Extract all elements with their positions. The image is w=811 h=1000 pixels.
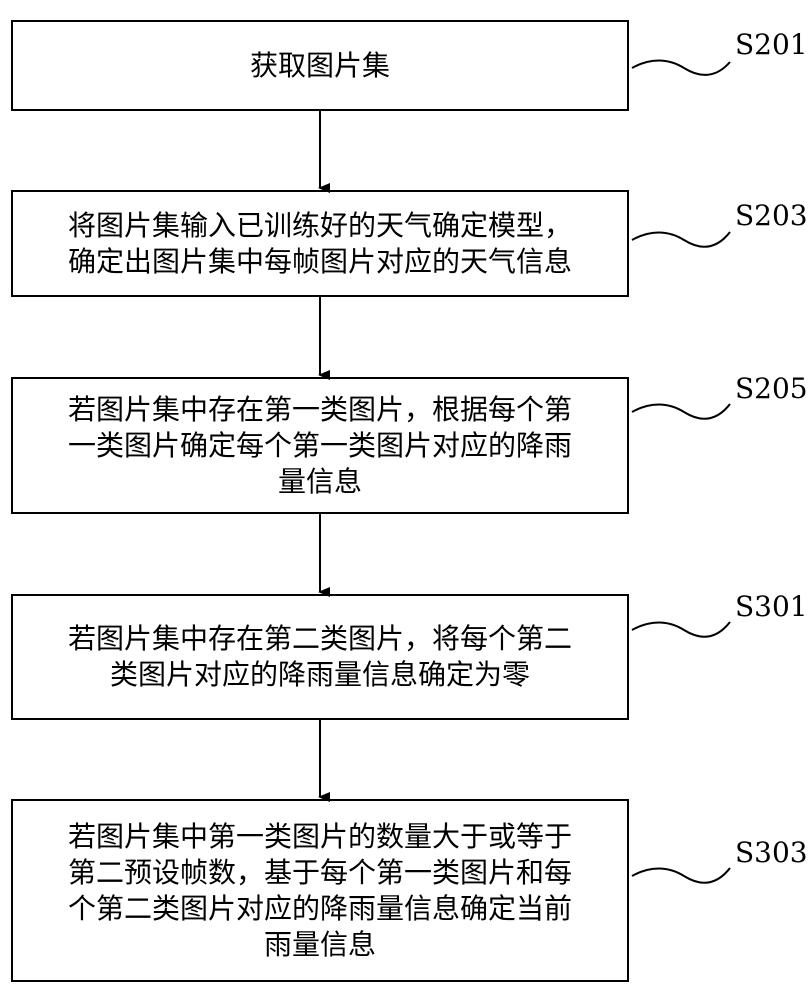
step-label-s301: S301	[735, 590, 808, 623]
step-text-s203: 将图片集输入已训练好的天气确定模型， 确定出图片集中每帧图片对应的天气信息	[67, 208, 572, 278]
leader-s201	[631, 59, 731, 76]
step-box-s303: 若图片集中第一类图片的数量大于或等于 第二预设帧数，基于每个第一类图片和每 个第…	[11, 799, 629, 982]
step-box-s205: 若图片集中存在第一类图片，根据每个第 一类图片确定每个第一类图片对应的降雨 量信…	[11, 377, 629, 514]
leader-s301	[631, 621, 731, 638]
step-label-s201: S201	[735, 28, 808, 61]
step-label-s203: S203	[735, 199, 808, 232]
step-text-s301: 若图片集中存在第二类图片，将每个第二 类图片对应的降雨量信息确定为零	[67, 622, 572, 691]
leader-s205	[631, 403, 731, 420]
step-text-s205: 若图片集中存在第一类图片，根据每个第 一类图片确定每个第一类图片对应的降雨 量信…	[67, 392, 572, 498]
step-text-s303: 若图片集中第一类图片的数量大于或等于 第二预设帧数，基于每个第一类图片和每 个第…	[67, 819, 572, 961]
step-text-s201: 获取图片集	[249, 48, 390, 82]
leader-s303	[631, 867, 731, 884]
step-box-s201: 获取图片集	[11, 20, 629, 111]
step-box-s301: 若图片集中存在第二类图片，将每个第二 类图片对应的降雨量信息确定为零	[11, 594, 629, 720]
leader-s203	[631, 231, 731, 248]
step-label-s205: S205	[735, 372, 808, 405]
step-label-s303: S303	[735, 836, 808, 869]
